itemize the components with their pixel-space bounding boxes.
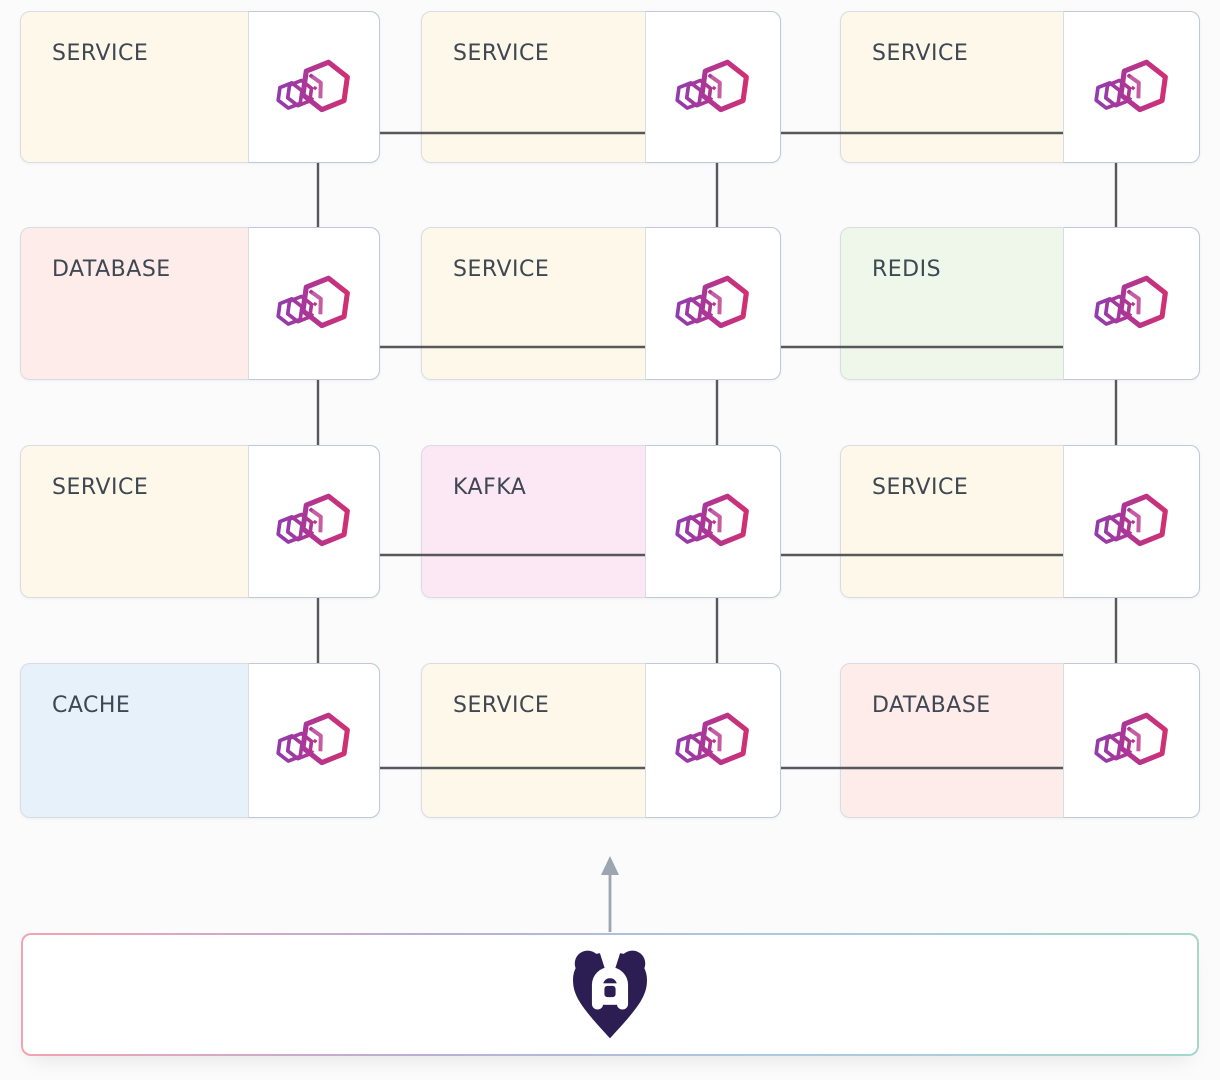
- node-card-redis-r1c2[interactable]: REDIS: [840, 227, 1200, 380]
- node-label: REDIS: [872, 257, 942, 282]
- node-card-database-r1c0[interactable]: DATABASE: [20, 227, 380, 380]
- footer-panel[interactable]: [21, 933, 1199, 1056]
- node-icon-panel: [248, 663, 380, 818]
- containers-icon: [274, 270, 354, 337]
- node-icon-panel: [645, 11, 781, 163]
- node-card-service-r2c2[interactable]: SERVICE: [840, 445, 1200, 598]
- containers-icon: [1092, 488, 1172, 555]
- node-card-service-r1c1[interactable]: SERVICE: [421, 227, 781, 380]
- node-label: CACHE: [52, 693, 131, 718]
- node-label: DATABASE: [872, 693, 991, 718]
- node-icon-panel: [1063, 11, 1200, 163]
- node-card-database-r3c2[interactable]: DATABASE: [840, 663, 1200, 818]
- containers-icon: [274, 707, 354, 774]
- node-icon-panel: [1063, 663, 1200, 818]
- node-icon-panel: [248, 227, 380, 380]
- node-card-kafka-r2c1[interactable]: KAFKA: [421, 445, 781, 598]
- node-icon-panel: [1063, 445, 1200, 598]
- node-card-cache-r3c0[interactable]: CACHE: [20, 663, 380, 818]
- footer-inner: [23, 935, 1197, 1054]
- node-label: SERVICE: [52, 475, 149, 500]
- bear-icon: [573, 949, 647, 1039]
- node-icon-panel: [645, 445, 781, 598]
- node-label: SERVICE: [453, 41, 550, 66]
- node-label: SERVICE: [872, 41, 969, 66]
- containers-icon: [1092, 270, 1172, 337]
- node-label: SERVICE: [872, 475, 969, 500]
- containers-icon: [673, 54, 753, 121]
- node-card-service-r2c0[interactable]: SERVICE: [20, 445, 380, 598]
- node-icon-panel: [645, 227, 781, 380]
- containers-icon: [1092, 707, 1172, 774]
- node-label: DATABASE: [52, 257, 171, 282]
- node-label: KAFKA: [453, 475, 527, 500]
- node-icon-panel: [645, 663, 781, 818]
- containers-icon: [274, 488, 354, 555]
- containers-icon: [673, 707, 753, 774]
- containers-icon: [274, 54, 354, 121]
- node-label: SERVICE: [453, 257, 550, 282]
- containers-icon: [1092, 54, 1172, 121]
- node-icon-panel: [248, 11, 380, 163]
- node-card-service-r0c0[interactable]: SERVICE: [20, 11, 380, 163]
- containers-icon: [673, 270, 753, 337]
- node-label: SERVICE: [52, 41, 149, 66]
- up-arrow-icon: [601, 856, 619, 932]
- node-card-service-r3c1[interactable]: SERVICE: [421, 663, 781, 818]
- containers-icon: [673, 488, 753, 555]
- node-label: SERVICE: [453, 693, 550, 718]
- node-card-service-r0c1[interactable]: SERVICE: [421, 11, 781, 163]
- node-card-service-r0c2[interactable]: SERVICE: [840, 11, 1200, 163]
- node-icon-panel: [1063, 227, 1200, 380]
- node-icon-panel: [248, 445, 380, 598]
